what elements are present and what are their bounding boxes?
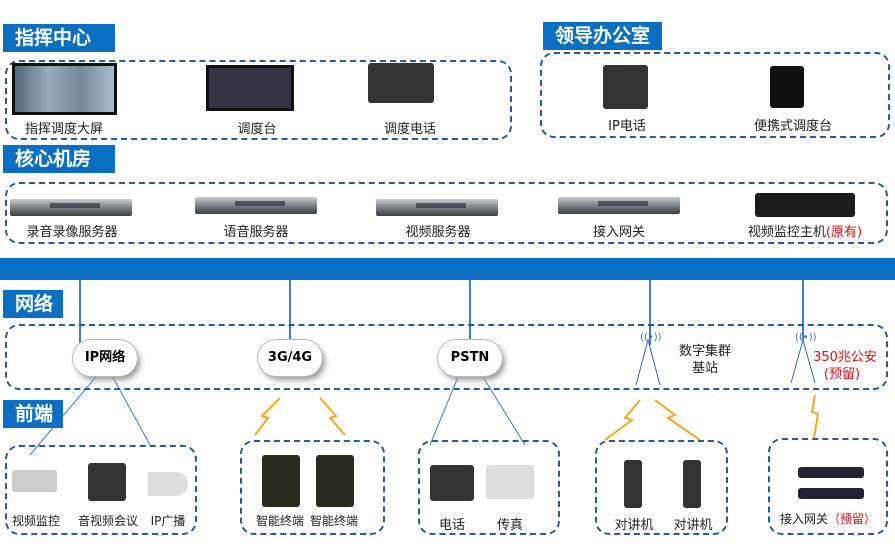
smart-terminal-icon bbox=[262, 455, 300, 507]
frontend-box-2 bbox=[240, 440, 385, 535]
section-network: 网络 bbox=[3, 290, 63, 318]
label-big-screen: 指挥调度大屏 bbox=[24, 122, 104, 137]
command-center-box bbox=[5, 60, 512, 140]
label-video-host: 视频监控主机(原有) bbox=[747, 225, 863, 240]
frontend-box-5 bbox=[768, 438, 888, 535]
network-bus bbox=[0, 258, 895, 280]
label-ip-broadcast: IP广播 bbox=[150, 514, 186, 528]
section-core-room: 核心机房 bbox=[3, 145, 115, 173]
label-350m-police: 350兆公安 bbox=[813, 350, 877, 365]
frontend-box-4 bbox=[595, 440, 728, 535]
ip-phone-icon bbox=[603, 65, 648, 109]
label-base-station: 基站 bbox=[691, 361, 719, 376]
gateway-icon bbox=[558, 197, 680, 214]
leader-office-box bbox=[540, 52, 890, 138]
section-command-center: 指挥中心 bbox=[3, 24, 115, 52]
tower-icon: ((•)) bbox=[640, 332, 662, 343]
big-screen-icon bbox=[12, 63, 117, 115]
speaker-icon bbox=[148, 472, 188, 496]
frontend-box-3 bbox=[418, 440, 560, 535]
smart-terminal-icon bbox=[316, 455, 354, 507]
section-leader-office: 领导办公室 bbox=[543, 22, 662, 50]
label-voice-server: 语音服务器 bbox=[223, 225, 289, 240]
walkie-talkie-icon bbox=[624, 460, 642, 508]
server-icon bbox=[376, 199, 498, 216]
label-fax: 传真 bbox=[496, 518, 524, 533]
frontend-box-1 bbox=[5, 445, 197, 535]
portable-console-icon bbox=[770, 66, 804, 108]
label-dispatch-phone: 调度电话 bbox=[383, 122, 437, 137]
label-recording-server: 录音录像服务器 bbox=[26, 225, 118, 240]
cloud-pstn: PSTN bbox=[438, 340, 502, 376]
video-host-icon bbox=[755, 193, 855, 217]
label-digital-trunk: 数字集群 bbox=[678, 344, 732, 359]
walkie-talkie-icon bbox=[683, 460, 701, 508]
camera-icon bbox=[12, 470, 57, 492]
cloud-3g4g: 3G/4G bbox=[258, 340, 322, 376]
label-video-server: 视频服务器 bbox=[405, 225, 471, 240]
label-access-gateway-reserved: 接入网关（预留） bbox=[779, 512, 877, 526]
label-phone: 电话 bbox=[438, 518, 466, 533]
label-smart-terminal: 智能终端 bbox=[309, 514, 359, 528]
gateway-device-icon bbox=[798, 467, 864, 478]
label-av-conference: 音视频会议 bbox=[77, 514, 139, 528]
label-reserved: (预留) bbox=[823, 367, 861, 382]
label-ip-phone: IP电话 bbox=[608, 119, 646, 134]
phone-icon bbox=[430, 465, 474, 501]
tower-icon: ((•)) bbox=[795, 332, 817, 343]
core-room-box bbox=[5, 182, 888, 244]
network-box bbox=[5, 324, 888, 390]
label-smart-terminal: 智能终端 bbox=[255, 514, 305, 528]
label-walkie-talkie: 对讲机 bbox=[614, 518, 654, 533]
dispatch-phone-icon bbox=[368, 63, 434, 103]
server-icon bbox=[195, 197, 317, 214]
fax-icon bbox=[486, 465, 534, 499]
video-conference-icon bbox=[88, 463, 126, 501]
section-frontend: 前端 bbox=[3, 400, 63, 428]
gateway-device-icon bbox=[798, 488, 864, 499]
label-walkie-talkie: 对讲机 bbox=[673, 518, 713, 533]
label-portable-console: 便携式调度台 bbox=[753, 119, 833, 134]
label-dispatch-console: 调度台 bbox=[237, 122, 277, 137]
label-access-gateway: 接入网关 bbox=[592, 225, 646, 240]
server-icon bbox=[10, 199, 132, 216]
label-video-monitor: 视频监控 bbox=[11, 514, 61, 528]
cloud-ip-network: IP网络 bbox=[73, 340, 137, 376]
dispatch-console-icon bbox=[206, 65, 294, 111]
